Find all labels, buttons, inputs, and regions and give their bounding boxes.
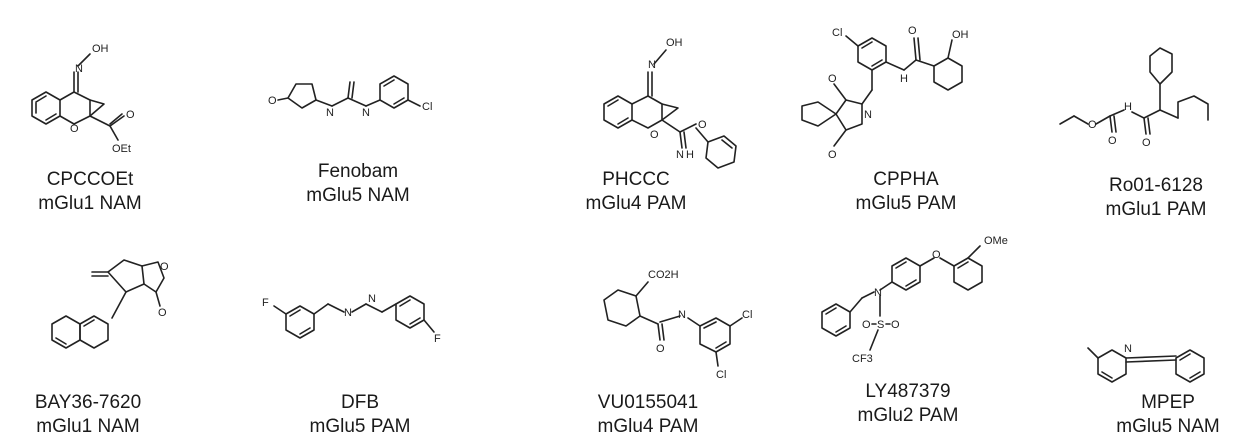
compound-name: Ro01-6128 xyxy=(1108,175,1204,196)
compound-activity: mGlu1 NAM xyxy=(36,416,140,437)
compound-label-vu0155041: VU0155041 mGlu4 PAM xyxy=(597,391,698,439)
compound-name: CPPHA xyxy=(873,169,939,190)
atom-o-carbonyl2: O xyxy=(1142,137,1151,149)
atom-h: H xyxy=(900,73,908,85)
compound-activity: mGlu1 NAM xyxy=(38,193,142,214)
atom-cl: Cl xyxy=(832,27,842,39)
atom-o-carbonyl: O xyxy=(698,119,707,131)
structure-cpccoet: N OH O O OEt xyxy=(31,43,135,155)
atom-n-amide: N xyxy=(676,149,684,161)
atom-f1: F xyxy=(262,297,269,309)
atom-oh: OH xyxy=(952,29,969,41)
atom-cl: Cl xyxy=(422,101,432,113)
structure-mpep: N xyxy=(1087,343,1205,383)
compound-label-bay36-7620: BAY36-7620 mGlu1 NAM xyxy=(35,391,141,439)
atom-n: N xyxy=(75,63,83,75)
structure-ro01-6128: O O H O xyxy=(1059,47,1209,149)
structure-ly487379: OMe O N O S O CF3 xyxy=(821,235,1008,365)
atom-cl1: Cl xyxy=(742,309,752,321)
atom-f2: F xyxy=(434,333,441,345)
compound-label-dfb: DFB mGlu5 PAM xyxy=(309,391,410,439)
structure-bay36-7620: O O xyxy=(51,259,169,349)
structure-cppha: Cl O O N O OH H xyxy=(801,25,969,161)
atom-o-amide: O xyxy=(908,25,917,37)
atom-o-sulfonyl1: O xyxy=(862,319,871,331)
atom-n-imide: N xyxy=(864,109,872,121)
compound-label-ly487379: LY487379 mGlu2 PAM xyxy=(857,380,958,428)
compound-name: Fenobam xyxy=(317,161,399,182)
atom-n2: N xyxy=(368,293,376,305)
compound-name: LY487379 xyxy=(865,381,951,402)
atom-oh: OH xyxy=(666,37,683,49)
compound-label-ro01-6128: Ro01-6128 mGlu1 PAM xyxy=(1105,174,1206,222)
compound-label-phccc: PHCCC mGlu4 PAM xyxy=(585,168,686,216)
compound-activity: mGlu1 PAM xyxy=(1105,199,1207,220)
compound-activity: mGlu5 NAM xyxy=(306,185,410,206)
compound-activity: mGlu4 PAM xyxy=(585,193,687,214)
atom-n: N xyxy=(678,309,686,321)
atom-o-carbonyl: O xyxy=(126,109,135,121)
atom-o: O xyxy=(268,95,277,107)
structure-dfb: F N N F xyxy=(262,293,441,345)
atom-h: H xyxy=(1124,101,1132,113)
compound-activity: mGlu5 NAM xyxy=(1116,416,1220,437)
structure-vu0155041: CO2H N O Cl Cl xyxy=(603,269,752,381)
atom-oh: OH xyxy=(92,43,109,55)
atom-o-ring: O xyxy=(160,261,169,273)
atom-o: O xyxy=(656,343,665,355)
atom-oet: OEt xyxy=(112,143,131,155)
atom-o-ether: O xyxy=(932,249,941,261)
compound-name: MPEP xyxy=(1141,392,1195,413)
compound-label-fenobam: Fenobam mGlu5 NAM xyxy=(306,160,409,208)
atom-co2h: CO2H xyxy=(648,269,679,281)
structure-fenobam: O N N Cl xyxy=(268,75,432,119)
compound-name: BAY36-7620 xyxy=(34,392,142,413)
atom-cf3: CF3 xyxy=(852,353,873,365)
compound-label-cpccoet: CPCCOEt mGlu1 NAM xyxy=(38,168,141,216)
atom-o-lower: O xyxy=(828,149,837,161)
atom-n: N xyxy=(648,59,656,71)
atom-o-ring: O xyxy=(650,129,659,141)
atom-o-sulfonyl2: O xyxy=(891,319,900,331)
atom-o-ester: O xyxy=(1088,119,1097,131)
compound-name: CPCCOEt xyxy=(46,169,134,190)
atom-s: S xyxy=(877,319,884,331)
compound-name: PHCCC xyxy=(602,169,670,190)
compound-label-cppha: CPPHA mGlu5 PAM xyxy=(855,168,956,216)
compound-activity: mGlu4 PAM xyxy=(597,416,699,437)
atom-n1: N xyxy=(326,107,334,119)
atom-cl2: Cl xyxy=(716,369,726,381)
compound-name: VU0155041 xyxy=(597,392,699,413)
atom-h-amide: H xyxy=(686,149,694,161)
atom-n: N xyxy=(874,287,882,299)
atom-ome: OMe xyxy=(984,235,1008,247)
compound-activity: mGlu5 PAM xyxy=(309,416,411,437)
compound-activity: mGlu5 PAM xyxy=(855,193,957,214)
atom-n2: N xyxy=(362,107,370,119)
compound-activity: mGlu2 PAM xyxy=(857,405,959,426)
atom-o-carbonyl: O xyxy=(158,307,167,319)
structure-phccc: N OH O O N H xyxy=(603,37,737,169)
atom-o-upper: O xyxy=(828,73,837,85)
atom-n1: N xyxy=(344,307,352,319)
compound-name: DFB xyxy=(340,392,379,413)
atom-n: N xyxy=(1124,343,1132,355)
atom-o-carbonyl1: O xyxy=(1108,135,1117,147)
compound-label-mpep: MPEP mGlu5 NAM xyxy=(1116,391,1219,439)
atom-o-ring: O xyxy=(70,123,79,135)
